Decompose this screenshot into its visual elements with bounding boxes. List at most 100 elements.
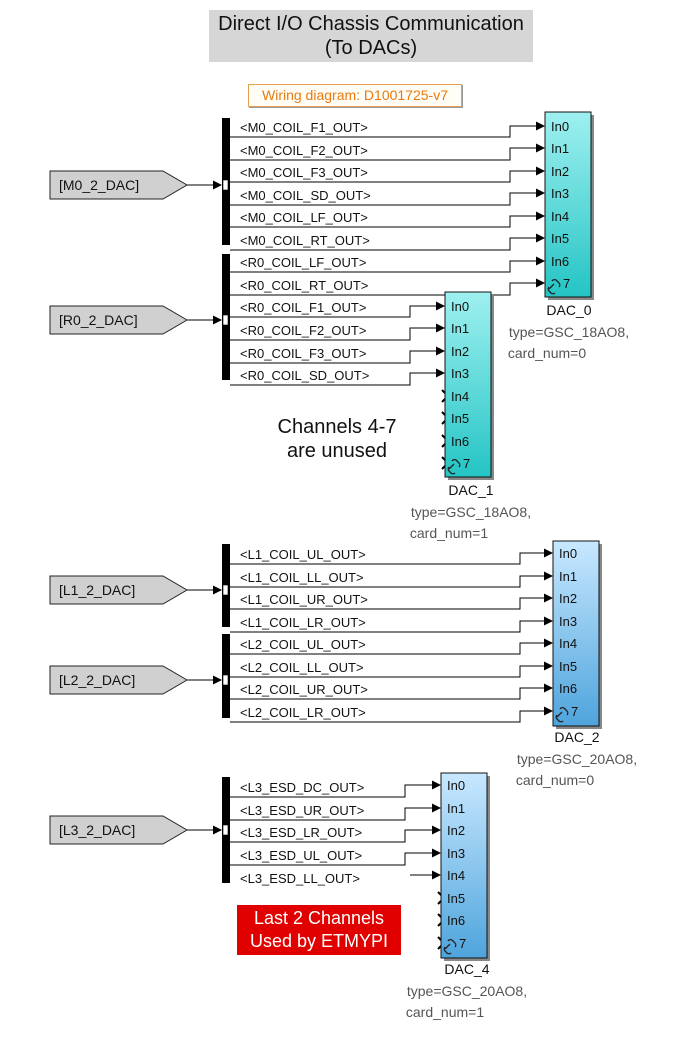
signal-label-r0-3: <R0_COIL_F2_OUT> [240,323,366,338]
signal-wire-m0 [230,192,544,206]
arrow-head [544,661,553,671]
dac-2-name: DAC_2 [554,729,599,745]
arrow-head [536,278,545,288]
signal-wire-l [230,552,552,565]
dac-1[interactable] [444,291,492,478]
signal-label-l2-0: <L2_COIL_UL_OUT> [240,637,366,652]
dac-1-port-2: In2 [451,344,469,359]
dac-2-port-7: 7 [571,704,578,719]
arrow-head [536,121,545,131]
arrow-head [432,803,441,813]
signal-label-r0-4: <R0_COIL_F3_OUT> [240,346,366,361]
dac-0-name: DAC_0 [546,302,591,318]
from-block-l3[interactable] [49,815,188,845]
arrow-head [432,825,441,835]
arrow-head [436,301,445,311]
dac-0-port-6: In6 [551,254,569,269]
dac-2-card: card_num=0 [516,772,594,788]
signal-label-l1-3: <L1_COIL_LR_OUT> [240,615,366,630]
dac-1-port-3: In3 [451,366,469,381]
dac-0-port-1: In1 [551,141,569,156]
arrow-head [213,315,222,325]
arrow-head [536,188,545,198]
dac-0-port-0: In0 [551,119,569,134]
arrow-head [544,548,553,558]
arrow-head [432,848,441,858]
dac-0[interactable] [544,111,592,298]
dac-4-port-0: In0 [447,778,465,793]
signal-wire-m0 [230,125,544,138]
bus-port-marker [222,824,229,836]
signal-label-l1-2: <L1_COIL_UR_OUT> [240,592,368,607]
dac-1-port-4: In4 [451,389,469,404]
dac-0-card: card_num=0 [508,345,586,361]
title-line-2: (To DACs) [324,37,418,59]
arrow-head [544,706,553,716]
arrow-head [544,683,553,693]
arrow-head [536,143,545,153]
dac-1-name: DAC_1 [448,482,493,498]
dac-4-port-6: In6 [447,913,465,928]
arrow-head [536,233,545,243]
dac-2-port-2: In2 [559,591,577,606]
dac-4-port-2: In2 [447,823,465,838]
signal-wire-m0 [230,215,544,228]
arrow-head [536,256,545,266]
signal-label-r0-2: <R0_COIL_F1_OUT> [240,300,366,315]
bus-port-marker [222,674,229,686]
dac-0-type: type=GSC_18AO8, [509,324,629,340]
signal-label-m0-3: <M0_COIL_SD_OUT> [240,188,371,203]
dac-1-port-5: In5 [451,411,469,426]
link-icon [555,707,569,723]
signal-label-m0-0: <M0_COIL_F1_OUT> [240,120,368,135]
arrow-head [544,593,553,603]
unused-channels-note: Channels 4-7 are unused [255,415,419,463]
signal-wire-l [230,642,552,655]
arrow-head [544,571,553,581]
etmypi-note-line-1: Last 2 Channels [253,908,385,928]
arrow-head [213,180,222,190]
dac-1-port-1: In1 [451,321,469,336]
signal-wire-l [230,687,552,700]
from-block-l1[interactable] [49,575,188,605]
signal-wire-l [230,575,552,588]
signal-wire-l3 [230,807,440,821]
dac-2-port-3: In3 [559,614,577,629]
signal-wire-m0 [230,170,544,183]
title-line-1: Direct I/O Chassis Communication [218,13,524,35]
bus-port-marker [222,584,229,596]
from-block-m0-label: [M0_2_DAC] [59,177,139,193]
from-block-r0-label: [R0_2_DAC] [59,312,138,328]
dac-4[interactable] [440,772,488,959]
signal-label-l3-2: <L3_ESD_LR_OUT> [240,825,362,840]
wiring-diagram-label[interactable]: Wiring diagram: D1001725-v7 [248,84,462,107]
unused-note-line-2: are unused [286,440,388,462]
from-block-r0[interactable] [49,305,188,335]
signal-wire-r0 [230,305,444,318]
signal-label-m0-1: <M0_COIL_F2_OUT> [240,143,368,158]
dac-2[interactable] [552,540,600,727]
signal-wire-l [230,597,552,610]
arrow-head [436,346,445,356]
dac-0-port-4: In4 [551,209,569,224]
signal-wire-m0 [230,237,544,251]
arrow-head [213,825,222,835]
dac-0-port-3: In3 [551,186,569,201]
from-block-l2[interactable] [49,665,188,695]
signal-label-l3-1: <L3_ESD_UR_OUT> [240,803,364,818]
dac-4-port-3: In3 [447,846,465,861]
signal-wire-l [230,710,552,723]
dac-4-port-5: In5 [447,891,465,906]
signal-label-m0-5: <M0_COIL_RT_OUT> [240,233,370,248]
dac-0-port-2: In2 [551,164,569,179]
from-block-l1-label: [L1_2_DAC] [59,582,135,598]
link-icon [443,939,457,955]
signal-wire-l3 [230,829,440,843]
arrow-head [432,780,441,790]
dac-4-port-7: 7 [459,936,466,951]
signal-label-l2-3: <L2_COIL_LR_OUT> [240,705,366,720]
from-block-m0[interactable] [49,170,188,200]
signal-label-l3-3: <L3_ESD_UL_OUT> [240,848,362,863]
signal-wire-m0 [230,147,544,161]
